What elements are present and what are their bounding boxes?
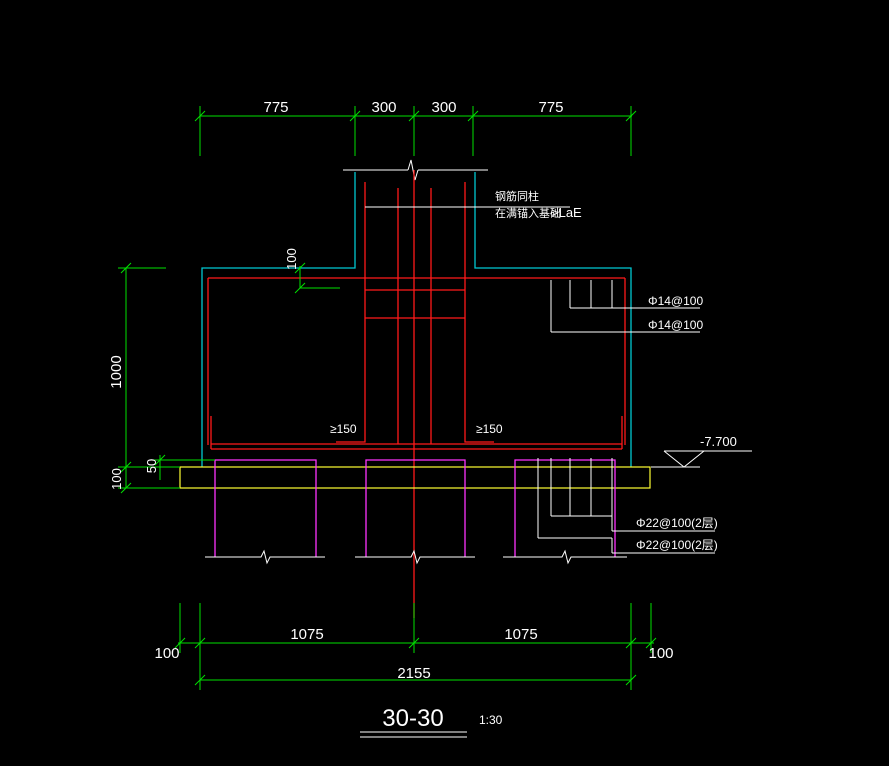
label-bar-top-1: Φ14@100	[648, 294, 703, 308]
dimension-lines	[118, 106, 657, 690]
dim-top-4: 775	[538, 99, 563, 116]
dim-total: 2155	[397, 665, 430, 682]
dim-height: 1000	[108, 355, 125, 388]
dim-top-3: 300	[431, 99, 456, 116]
dim-bottom-4: 100	[648, 645, 673, 662]
column-break-line	[343, 159, 488, 181]
note-anchor: >LaE	[551, 205, 582, 220]
label-bar-top-2: Φ14@100	[648, 318, 703, 332]
piles	[214, 459, 616, 557]
dim-top-1: 775	[263, 99, 288, 116]
dim-bottom-3: 1075	[504, 626, 537, 643]
label-hook-right: ≥150	[476, 422, 503, 436]
section-scale: 1:30	[479, 713, 503, 727]
dim-bottom-1: 100	[154, 645, 179, 662]
label-bar-bottom-1: Φ22@100(2层)	[636, 516, 718, 530]
dim-cover-top: 100	[284, 248, 299, 270]
leader-lines	[360, 206, 752, 738]
section-title: 30-30	[382, 705, 443, 732]
dim-cushion-thickness: 100	[109, 468, 124, 490]
label-bar-bottom-2: Φ22@100(2层)	[636, 538, 718, 552]
pile-break-lines	[205, 549, 627, 565]
dimension-labels: 775 300 300 775 100 1075 1075 100 2155 1…	[108, 99, 674, 682]
concrete-outline	[201, 172, 632, 467]
note-column-bar-2: 在满锚入基础	[495, 206, 561, 220]
dim-cushion-gap: 50	[144, 459, 159, 473]
annotations: 钢筋同柱 在满锚入基础 >LaE Φ14@100 Φ14@100 Φ22@100…	[330, 189, 737, 732]
label-elevation: -7.700	[700, 434, 737, 449]
cushion-layer	[179, 466, 651, 489]
rebar-cage	[207, 170, 626, 618]
label-hook-left: ≥150	[330, 422, 357, 436]
note-column-bar-1: 钢筋同柱	[495, 189, 539, 203]
dim-bottom-2: 1075	[290, 626, 323, 643]
dim-top-2: 300	[371, 99, 396, 116]
